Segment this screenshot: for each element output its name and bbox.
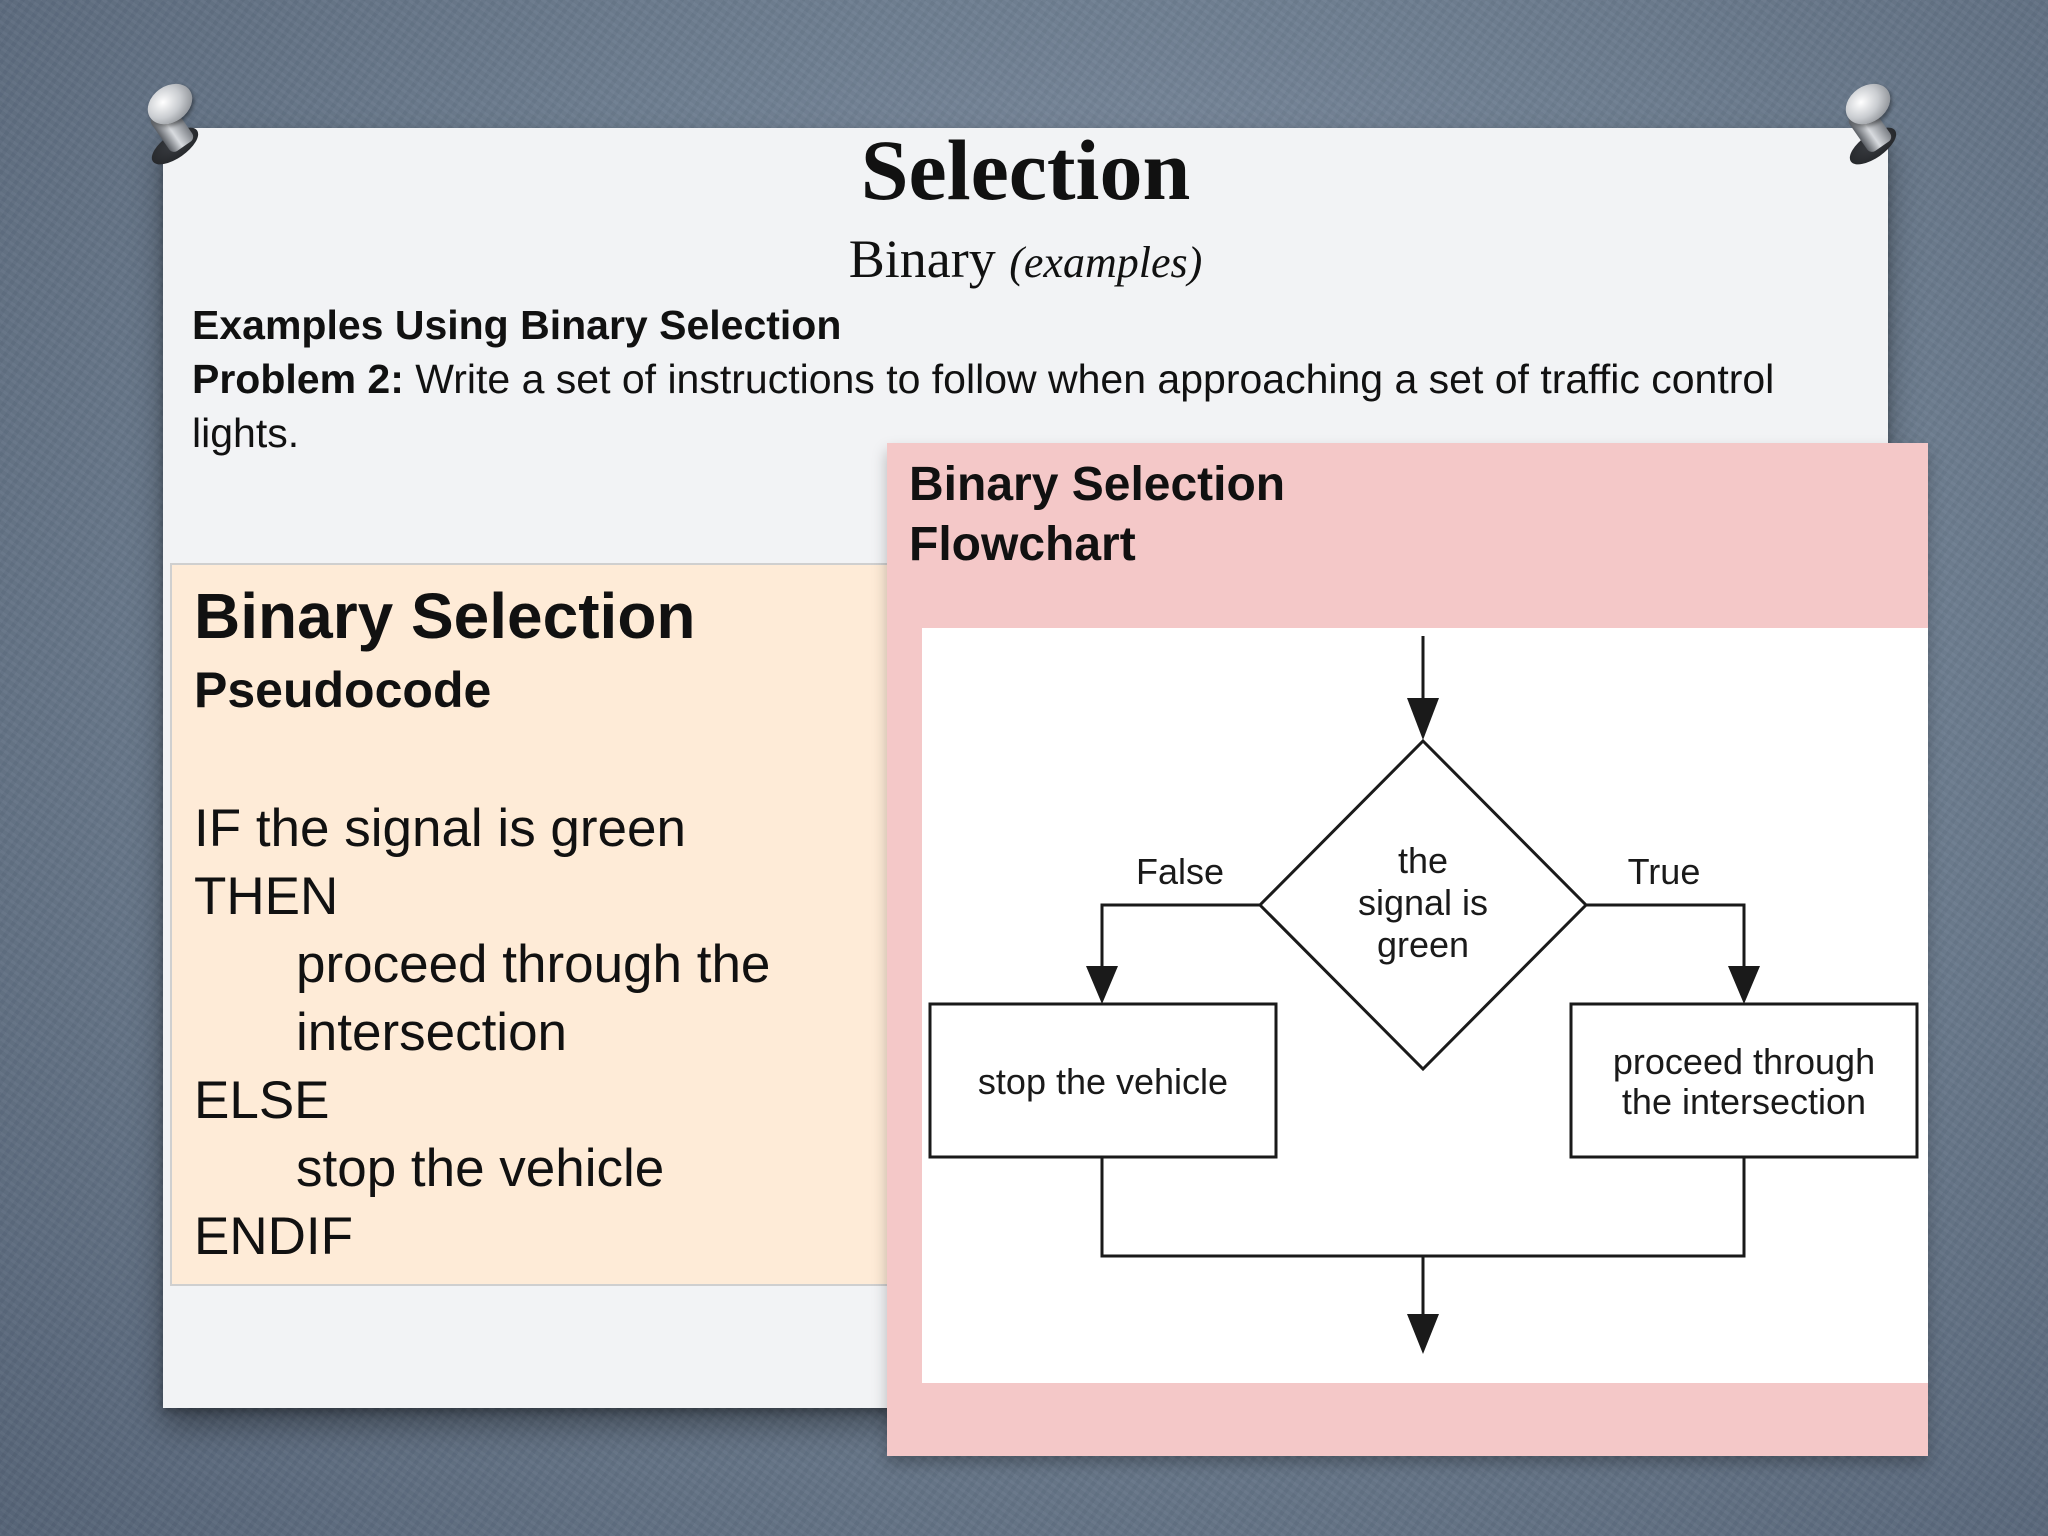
merge-line: [1100, 1157, 1746, 1258]
pseudocode-subtitle: Pseudocode: [194, 662, 492, 718]
problem-label: Problem 2:: [192, 356, 404, 402]
true-label: True: [1628, 851, 1701, 892]
true-arrowhead-icon: [1728, 966, 1760, 1004]
pseudocode-title: Binary Selection: [194, 580, 696, 652]
pseudocode-lines: IF the signal is green THEN proceed thro…: [194, 795, 770, 1271]
pseudocode-box: Binary Selection Pseudocode IF the signa…: [170, 563, 890, 1286]
examples-heading: Examples Using Binary Selection: [192, 302, 842, 348]
true-action-text-line2: the intersection: [1622, 1081, 1866, 1122]
slide-subtitle: Binary (examples): [163, 228, 1888, 290]
exit-arrowhead-icon: [1407, 1314, 1439, 1354]
code-line: intersection: [296, 1003, 568, 1062]
flowchart-box: Binary Selection Flowchart: [887, 443, 1928, 1456]
true-action-text-line1: proceed through: [1613, 1041, 1875, 1082]
code-line: ENDIF: [194, 1207, 353, 1266]
decision-text-line2: signal is: [1358, 882, 1488, 923]
decision-text-line3: green: [1377, 924, 1469, 965]
decision-diamond: [1257, 738, 1589, 1072]
slide-title: Selection: [860, 122, 1191, 218]
code-line: ELSE: [194, 1071, 330, 1130]
flowchart-panel: the signal is green False True stop the …: [922, 628, 1928, 1383]
true-branch-line: [1586, 903, 1746, 986]
false-label: False: [1136, 851, 1224, 892]
false-branch-line: [1100, 903, 1260, 986]
intro-text: Examples Using Binary Selection Problem …: [192, 298, 1832, 460]
flowchart-title: Binary Selection Flowchart: [909, 455, 1285, 575]
false-action-text: stop the vehicle: [978, 1061, 1228, 1102]
code-line: THEN: [194, 867, 339, 926]
subtitle-italic: (examples): [1009, 238, 1203, 287]
flowchart-title-line1: Binary Selection: [909, 458, 1286, 511]
false-arrowhead-icon: [1086, 966, 1118, 1004]
subtitle-main: Binary: [848, 229, 996, 289]
flowchart-title-line2: Flowchart: [909, 518, 1136, 571]
code-line: stop the vehicle: [296, 1139, 665, 1198]
code-line: proceed through the: [296, 935, 771, 994]
code-line: IF the signal is green: [194, 799, 686, 858]
problem-statement: Problem 2: Write a set of instructions t…: [192, 352, 1832, 460]
flowchart-diagram: the signal is green False True stop the …: [928, 636, 1919, 1354]
problem-text: Write a set of instructions to follow wh…: [192, 356, 1775, 456]
decision-text-line1: the: [1398, 840, 1448, 881]
entry-arrowhead-icon: [1407, 698, 1439, 740]
